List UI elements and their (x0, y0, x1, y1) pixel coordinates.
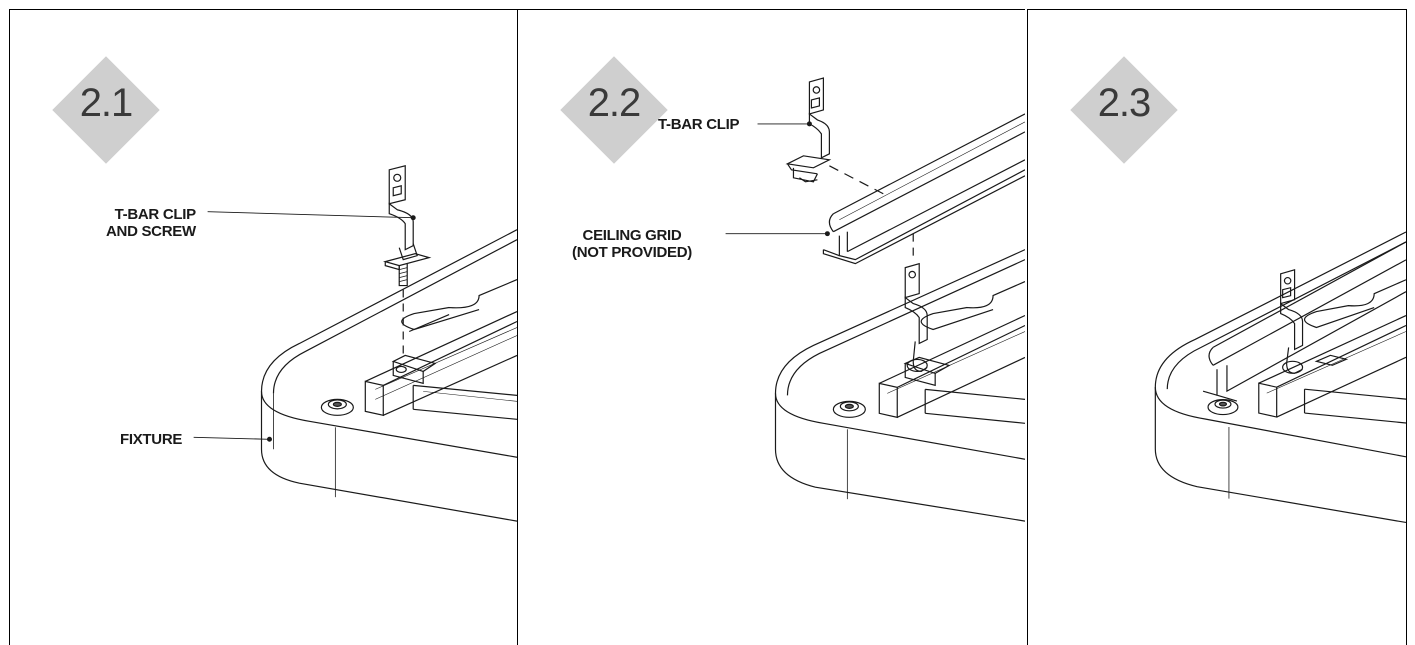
step-number: 2.3 (1097, 81, 1152, 125)
step-badge: 2.2 (554, 50, 674, 170)
panel-step-2-3: 2.3 (1027, 9, 1407, 645)
panel-step-2-2: 2.2 T-BAR CLIP CEILING GRID (NOT PROVIDE… (517, 9, 1025, 645)
panel-step-2-1: 2.1 T-BAR CLIP AND SCREW FIXTURE (9, 9, 517, 645)
step-number: 2.1 (79, 81, 134, 125)
label-line: T-BAR CLIP (114, 206, 196, 223)
step-badge: 2.3 (1064, 50, 1184, 170)
tbar-clip-screw-label: T-BAR CLIP AND SCREW (106, 206, 196, 240)
fixture-illustration (193, 165, 517, 522)
label-line: AND SCREW (106, 223, 196, 240)
label-line: CEILING GRID (582, 227, 682, 244)
step-badge: 2.1 (46, 50, 166, 170)
tbar-clip-label: T-BAR CLIP (658, 116, 740, 133)
label-line: (NOT PROVIDED) (572, 244, 692, 261)
ceiling-grid-label: CEILING GRID (NOT PROVIDED) (572, 227, 692, 261)
clip-and-grid-illustration (725, 77, 1025, 522)
fixture-label: FIXTURE (120, 431, 183, 448)
step-number: 2.2 (587, 81, 642, 125)
installed-assembly-illustration (1154, 231, 1406, 524)
